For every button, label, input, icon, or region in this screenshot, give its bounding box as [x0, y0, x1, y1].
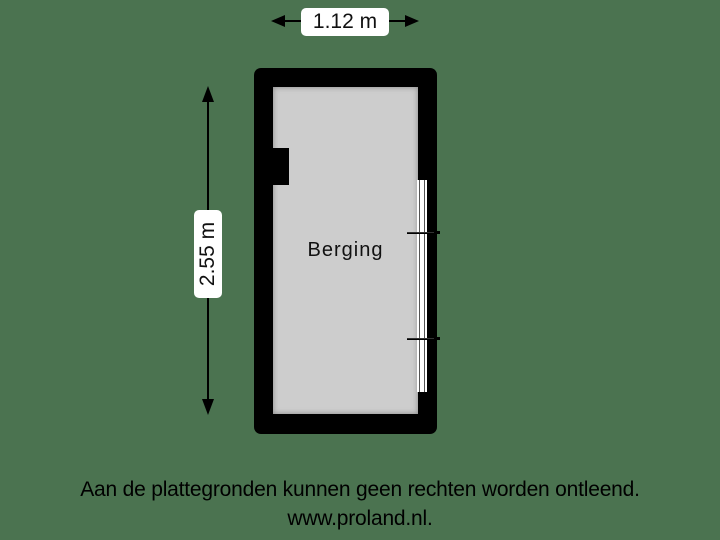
- window-divider-tick: [407, 231, 440, 234]
- room-label: Berging: [307, 239, 384, 261]
- wall-column: [272, 148, 289, 185]
- window: [417, 180, 432, 392]
- disclaimer-text: Aan de plattegronden kunnen geen rechten…: [80, 478, 640, 501]
- height-dimension-label: 2.55 m: [194, 210, 222, 298]
- arrow-left-icon: [271, 15, 285, 27]
- window-divider-end: [434, 337, 440, 340]
- window-divider-tick: [407, 337, 440, 340]
- window-divider-line: [407, 232, 437, 233]
- window-divider-line: [407, 338, 437, 339]
- window-divider-end: [434, 231, 440, 234]
- arrow-up-icon: [202, 86, 214, 102]
- footer: Aan de plattegronden kunnen geen rechten…: [0, 475, 720, 533]
- arrow-down-icon: [202, 399, 214, 415]
- website-text: www.proland.nl.: [287, 507, 433, 530]
- width-dimension-label: 1.12 m: [301, 8, 389, 36]
- room-berging: [273, 87, 418, 414]
- arrow-right-icon: [405, 15, 419, 27]
